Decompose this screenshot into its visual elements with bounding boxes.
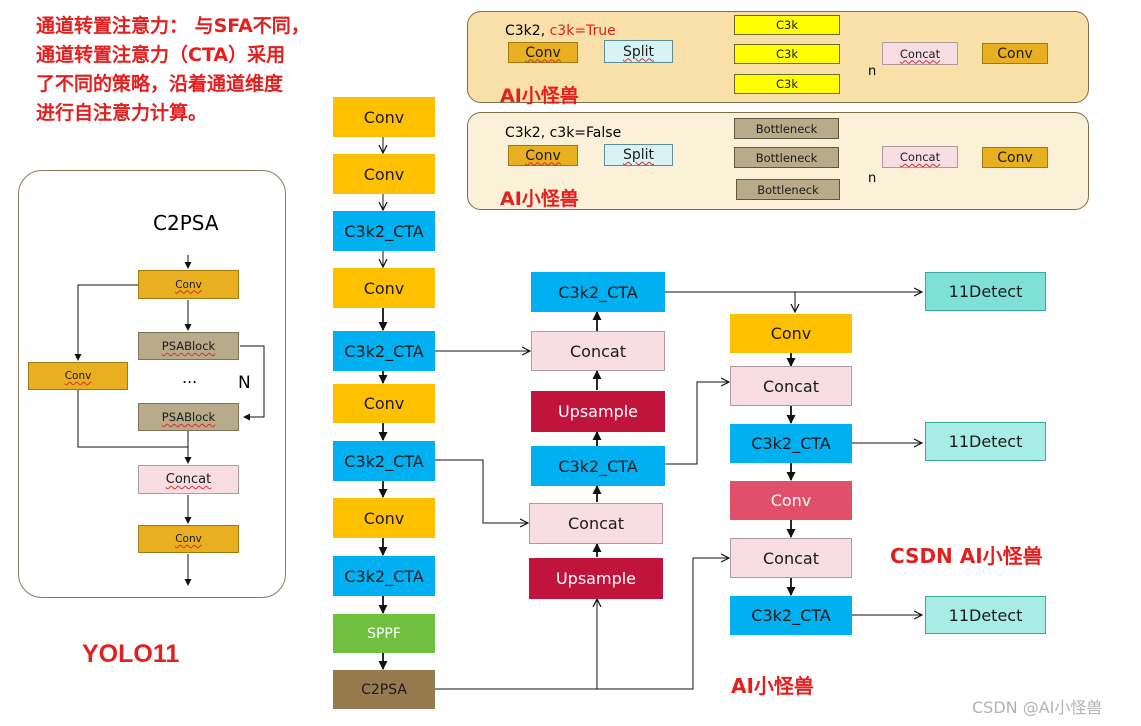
detect-head-1: 11Detect	[925, 272, 1046, 311]
c3k-true-concat: Concat	[882, 42, 958, 65]
head-conv-1: Conv	[730, 314, 852, 353]
c3k-block-2: C3k	[734, 44, 840, 64]
head-concat-2: Concat	[730, 538, 852, 578]
yolo11-label: YOLO11	[82, 640, 180, 668]
c3k-true-title-black: C3k2,	[505, 23, 550, 39]
neck-upsample-2: Upsample	[529, 558, 663, 599]
c3k-block-3: C3k	[734, 74, 840, 94]
neck-c3k2-cta-mid: C3k2_CTA	[531, 446, 665, 486]
description-line: 通道转置注意力： 与SFA不同，	[36, 15, 310, 37]
head-c3k2-cta-2: C3k2_CTA	[730, 596, 852, 635]
neck-upsample-1: Upsample	[531, 391, 665, 432]
c3k-true-title-red: c3k=True	[549, 23, 616, 39]
head-concat-1: Concat	[730, 366, 852, 406]
c3k-false-n-label: n	[868, 171, 877, 186]
detect-head-3: 11Detect	[925, 596, 1046, 634]
c3k-false-conv-out: Conv	[982, 147, 1048, 168]
neck-c3k2-cta-top: C3k2_CTA	[531, 272, 665, 312]
footer-watermark: CSDN @AI小怪兽	[972, 698, 1103, 717]
backbone-conv-5: Conv	[333, 384, 435, 423]
description-line: 通道转置注意力（CTA）采用	[36, 44, 286, 66]
backbone-conv-3: Conv	[333, 268, 435, 308]
detect-head-2: 11Detect	[925, 422, 1046, 461]
backbone-conv-0: Conv	[333, 97, 435, 137]
backbone-c3k2-cta-6: C3k2_CTA	[333, 441, 435, 481]
c3k-true-conv-out: Conv	[982, 43, 1048, 64]
c3k-true-n-label: n	[868, 64, 877, 79]
psablock-n-label: N	[238, 373, 251, 393]
cta-description: 通道转置注意力： 与SFA不同， 通道转置注意力（CTA）采用 了不同的策略，沿…	[36, 12, 310, 128]
c2psa-side-conv: Conv	[28, 362, 128, 390]
csdn-brand-label: CSDN AI小怪兽	[890, 544, 1043, 568]
c2psa-conv-top: Conv	[138, 270, 239, 299]
c2psa-title: C2PSA	[153, 211, 219, 235]
c3k-block-1: C3k	[734, 15, 840, 35]
c3k-false-watermark: AI小怪兽	[500, 188, 579, 210]
backbone-c2psa: C2PSA	[333, 670, 435, 709]
bottleneck-block-2: Bottleneck	[734, 147, 839, 168]
description-line: 进行自注意力计算。	[36, 102, 208, 124]
backbone-conv-1: Conv	[333, 154, 435, 194]
c3k-true-conv-in: Conv	[508, 42, 578, 63]
psablock-2: PSABlock	[138, 403, 239, 431]
head-c3k2-cta-1: C3k2_CTA	[730, 424, 852, 463]
backbone-c3k2-cta-2: C3k2_CTA	[333, 211, 435, 251]
backbone-c3k2-cta-8: C3k2_CTA	[333, 556, 435, 596]
c3k-true-split: Split	[604, 40, 673, 63]
head-conv-2: Conv	[730, 481, 852, 520]
neck-concat-2: Concat	[529, 503, 663, 544]
c3k-false-conv-in: Conv	[508, 145, 578, 166]
c2psa-panel	[18, 170, 286, 598]
backbone-c3k2-cta-4: C3k2_CTA	[333, 331, 435, 371]
c3k-true-watermark: AI小怪兽	[500, 85, 579, 107]
psablock-1: PSABlock	[138, 332, 239, 360]
c3k-false-concat: Concat	[882, 146, 958, 168]
backbone-sppf: SPPF	[333, 614, 435, 653]
c3k-false-split: Split	[604, 144, 673, 166]
c3k-false-title: C3k2, c3k=False	[505, 125, 622, 141]
description-line: 了不同的策略，沿着通道维度	[36, 73, 284, 95]
ai-mark-label: AI小怪兽	[731, 674, 814, 698]
c2psa-conv-bottom: Conv	[138, 525, 239, 553]
psablock-ellipsis: ...	[182, 368, 198, 387]
bottleneck-block-1: Bottleneck	[734, 118, 839, 139]
backbone-conv-7: Conv	[333, 498, 435, 538]
neck-concat-1: Concat	[531, 331, 665, 371]
c2psa-concat: Concat	[138, 465, 239, 494]
bottleneck-block-3: Bottleneck	[736, 179, 840, 200]
c3k-true-title: C3k2, c3k=True	[505, 23, 616, 39]
